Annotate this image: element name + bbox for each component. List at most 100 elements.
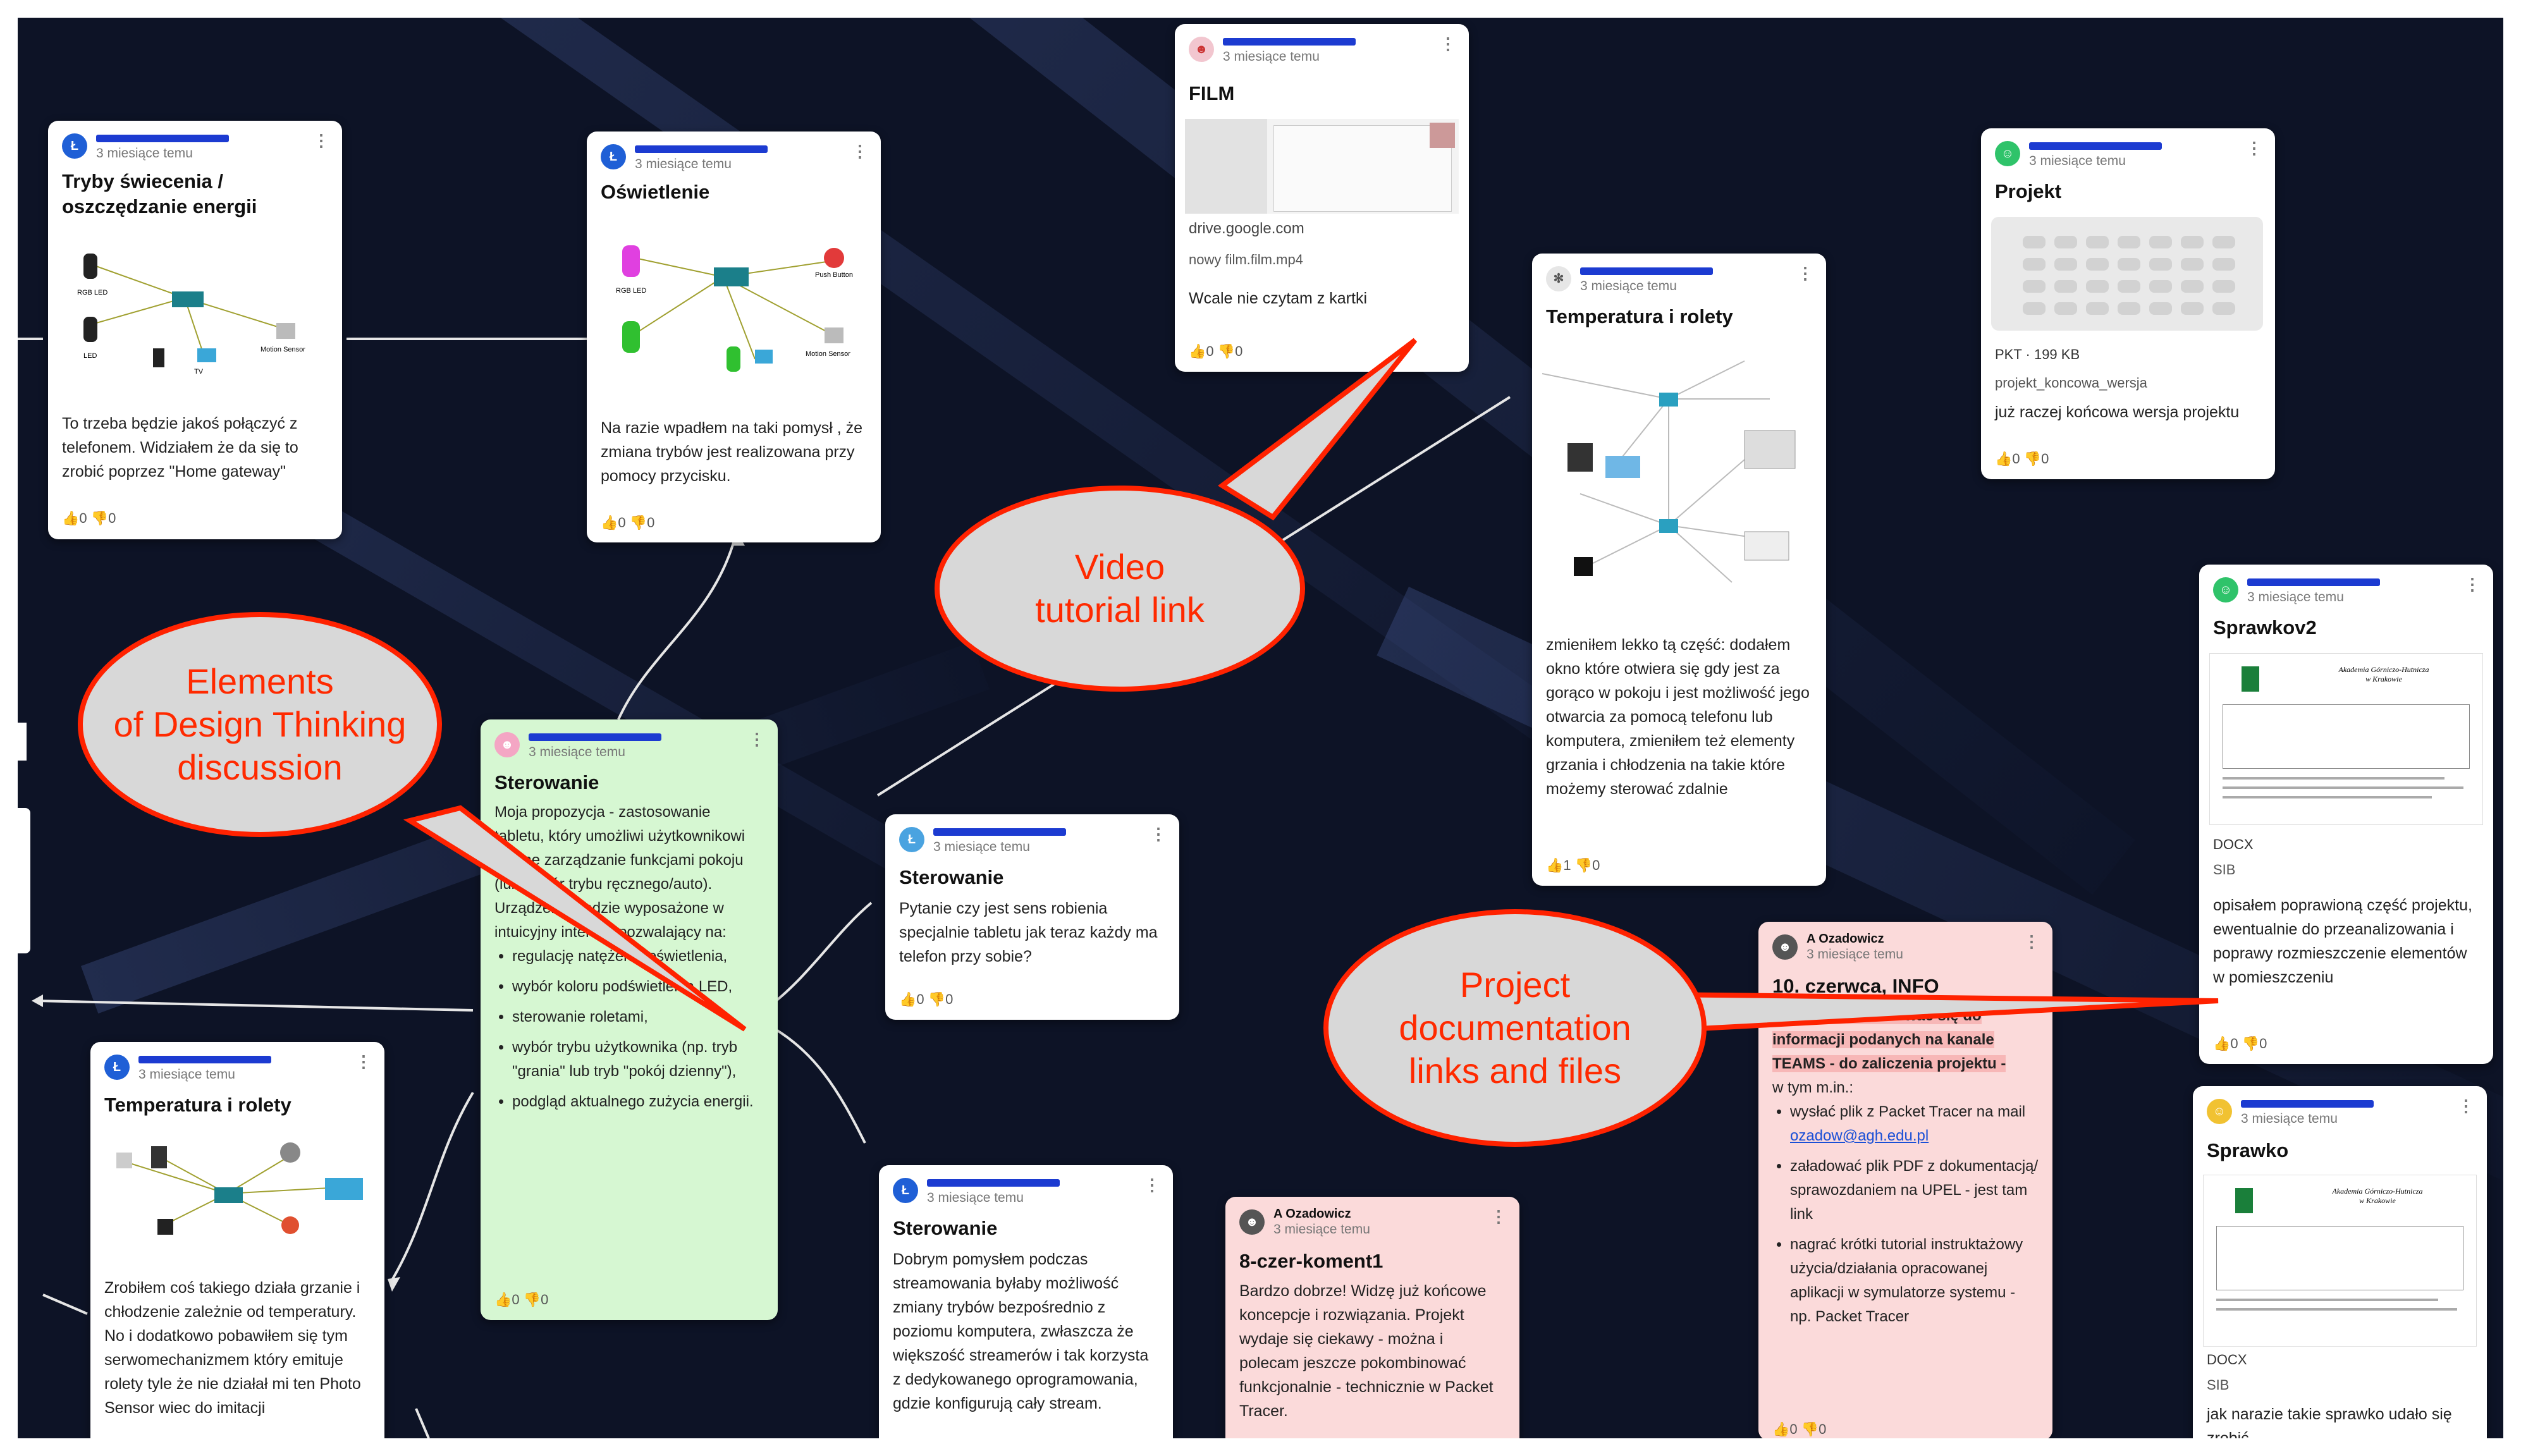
author-redacted [2247,578,2380,586]
post-title: FILM [1189,82,1235,104]
more-options-icon[interactable]: ⋮ [2246,138,2262,157]
svg-text:TV: TV [194,368,204,376]
reactions[interactable]: 👍1 👎0 [1546,857,1600,873]
connector-line [415,1408,430,1438]
avatar: Ł [893,1178,918,1203]
post-card[interactable]: Ł 3 miesiące temu ⋮ Sterowanie Pytanie c… [885,814,1179,1020]
reactions[interactable]: 👍0 👎0 [2213,1036,2267,1051]
post-card[interactable]: Ł 3 miesiące temu ⋮ Temperatura i rolety… [90,1042,384,1438]
post-card[interactable]: ☻ A Ozadowicz 3 miesiące temu ⋮ 8-czer-k… [1225,1197,1519,1438]
post-header: ☻ 3 miesiące temu ⋮ [1189,34,1456,71]
post-card[interactable]: ☻ 3 miesiące temu ⋮ Sterowanie Moja prop… [481,719,778,1320]
post-header: Ł 3 miesiące temu ⋮ [893,1175,1160,1212]
avatar: Ł [899,827,924,852]
link-domain[interactable]: drive.google.com [1189,220,1304,237]
reactions[interactable]: 👍0 👎0 [1995,451,2049,467]
post-title: Sterowanie [899,866,1004,888]
file-preview-image[interactable] [1991,217,2263,331]
reactions[interactable]: 👍0 👎0 [62,510,116,526]
post-body: jak narazie takie sprawko udało się zrob… [2207,1405,2452,1438]
post-body: już raczej końcowa wersja projektu [1995,403,2240,421]
svg-text:Motion Sensor: Motion Sensor [261,346,305,353]
author-redacted [529,733,661,741]
file-name: nowy film.film.mp4 [1189,252,1303,267]
post-time: 3 miesiące temu [1223,49,1320,64]
connector-line [389,1091,474,1283]
padlet-board: Ł 3 miesiące temu ⋮ Tryby świecenia /osz… [18,18,2503,1438]
circuit-diagram-image: RGB LED LED Motion Sensor TV [58,241,330,393]
more-options-icon[interactable]: ⋮ [1797,264,1813,283]
post-card[interactable]: Ł 3 miesiące temu ⋮ Sterowanie Dobrym po… [879,1165,1173,1438]
post-card[interactable]: Ł 3 miesiące temu ⋮ Oświetlenie RGB LED … [587,132,881,542]
post-title: 10. czerwca, INFO [1772,975,1939,997]
file-type: DOCX [2213,836,2254,852]
reactions[interactable]: 👍0 👎0 [1772,1421,1827,1437]
post-time: 3 miesiące temu [2029,154,2126,168]
post-author: A Ozadowicz [1806,932,1884,946]
file-size: SIB [2213,862,2236,878]
avatar: ☻ [1239,1209,1265,1235]
avatar: Ł [62,133,87,159]
post-header: ✻ 3 miesiące temu ⋮ [1546,264,1813,300]
post-body: Dobrym pomysłem podczas streamowania był… [893,1251,1149,1412]
post-card[interactable]: ☺ 3 miesiące temu ⋮ Sprawko Akademia Gór… [2193,1086,2487,1438]
post-time: 3 miesiące temu [1580,279,1677,293]
post-header: ☻ A Ozadowicz 3 miesiące temu ⋮ [1239,1207,1507,1244]
post-card[interactable]: ☻ 3 miesiące temu ⋮ FILM drive.google.co… [1175,24,1469,372]
post-card[interactable]: ✻ 3 miesiące temu ⋮ Temperatura i rolety… [1532,254,1826,886]
post-body: WAŻNE!!! Zastosować się do informacji po… [1772,1004,2039,1335]
email-link[interactable]: ozadow@agh.edu.pl [1790,1127,1929,1144]
post-time: 3 miesiące temu [529,745,625,759]
post-card[interactable]: ☺ 3 miesiące temu ⋮ Sprawkov2 Akademia G… [2199,565,2493,1064]
svg-text:LED: LED [83,352,97,360]
svg-text:Push Button: Push Button [815,271,853,279]
more-options-icon[interactable]: ⋮ [2023,932,2040,951]
connector-line [42,1294,88,1315]
more-options-icon[interactable]: ⋮ [313,131,329,150]
file-size: SIB [2207,1377,2230,1393]
post-body: Na razie wpadłem na taki pomysł , że zmi… [601,419,863,485]
post-time: 3 miesiące temu [2241,1111,2338,1126]
more-options-icon[interactable]: ⋮ [2458,1096,2474,1115]
reactions[interactable]: 👍0 👎0 [899,991,954,1007]
more-options-icon[interactable]: ⋮ [1440,34,1456,53]
post-body: Zrobiłem coś takiego działa grzanie i ch… [104,1279,361,1417]
reactions[interactable]: 👍0 👎0 [494,1292,549,1307]
avatar: Ł [601,144,626,169]
more-options-icon[interactable]: ⋮ [355,1052,372,1071]
more-options-icon[interactable]: ⋮ [1144,1175,1160,1194]
avatar: ☺ [1995,141,2020,166]
callout-pointers [403,338,2219,1032]
author-redacted [2241,1100,2374,1108]
more-options-icon[interactable]: ⋮ [1490,1207,1507,1226]
post-header: ☺ 3 miesiące temu ⋮ [1995,138,2262,175]
more-options-icon[interactable]: ⋮ [852,142,868,161]
post-title: 8-czer-koment1 [1239,1250,1383,1272]
video-thumbnail[interactable] [1185,119,1459,214]
svg-text:Motion Sensor: Motion Sensor [806,350,850,358]
post-body: Moja propozycja - zastosowanie tabletu, … [494,800,764,1120]
circuit-diagram-image [101,1130,372,1257]
post-header: Ł 3 miesiące temu ⋮ [899,824,1167,861]
connector-line [763,902,873,1012]
post-title: Sterowanie [494,771,599,793]
file-name: projekt_koncowa_wersja [1995,375,2147,391]
reactions[interactable]: 👍0 👎0 [601,515,655,530]
post-header: Ł 3 miesiące temu ⋮ [62,131,329,168]
more-options-icon[interactable]: ⋮ [2464,575,2481,594]
more-options-icon[interactable]: ⋮ [1150,824,1167,843]
post-card[interactable]: Ł 3 miesiące temu ⋮ Tryby świecenia /osz… [48,121,342,539]
more-options-icon[interactable]: ⋮ [749,730,765,749]
avatar: Ł [104,1055,130,1080]
post-body: Pytanie czy jest sens robienia specjalni… [899,900,1158,965]
post-title: Sterowanie [893,1217,998,1239]
post-card[interactable]: ☺ 3 miesiące temu ⋮ Projekt PKT · 199 KB… [1981,128,2275,479]
reactions[interactable]: 👍0 👎0 [1189,343,1243,359]
avatar: ☺ [2213,577,2238,603]
